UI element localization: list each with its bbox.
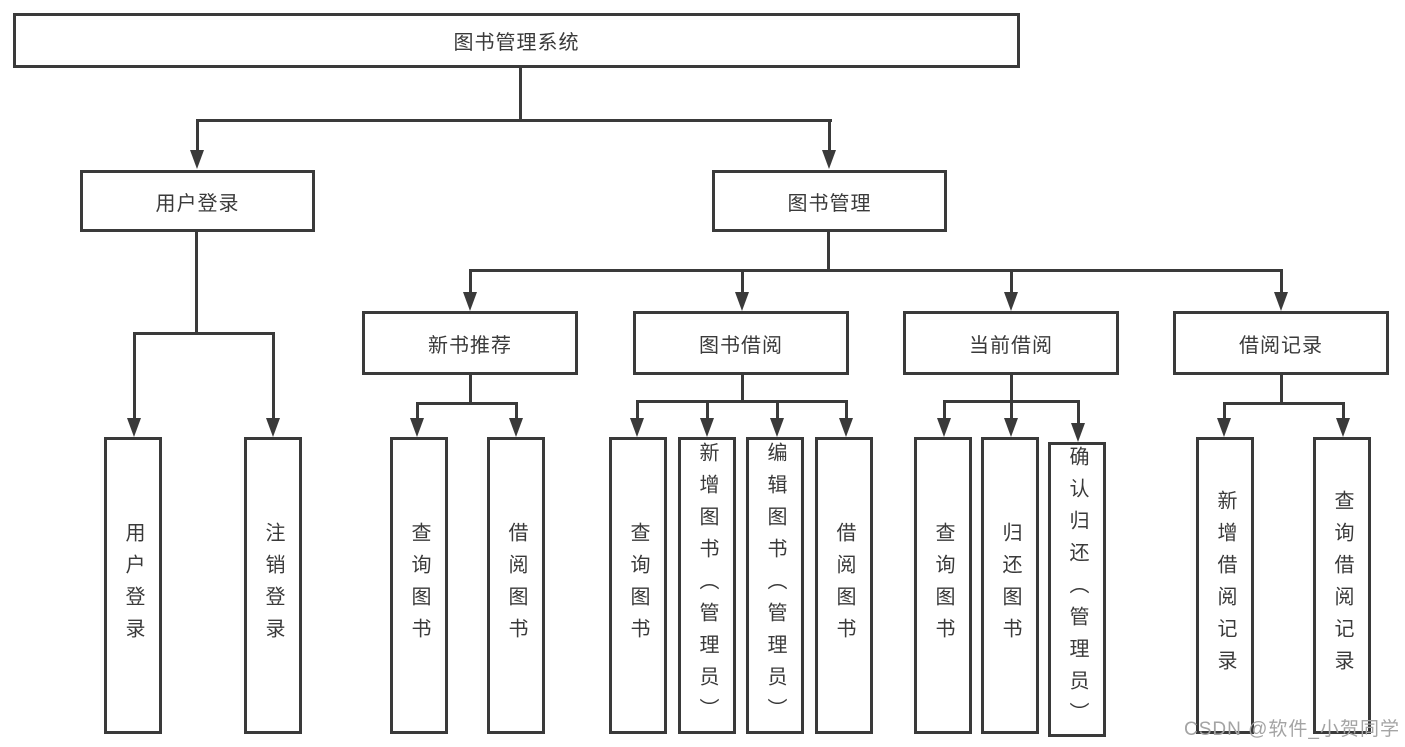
node-new-book-recommendation: 新书推荐 xyxy=(362,311,578,375)
connector-line xyxy=(1342,402,1345,418)
connector-line xyxy=(416,402,419,418)
leaf-borrow-books-borrowing: 借阅图书 xyxy=(815,437,873,734)
connector-line xyxy=(828,119,831,153)
leaf-add-book-admin: 新增图书（管理员） xyxy=(678,437,736,734)
node-label: 当前借阅 xyxy=(969,334,1053,357)
node-library-management-system: 图书管理系统 xyxy=(13,13,1020,68)
connector-line xyxy=(1280,375,1283,405)
leaf-label: 归还图书 xyxy=(999,521,1021,650)
leaf-label: 查询借阅记录 xyxy=(1331,489,1353,682)
arrow-down-icon xyxy=(1217,418,1231,437)
leaf-label: 新增图书（管理员） xyxy=(696,441,718,730)
arrow-down-icon xyxy=(839,418,853,437)
connector-line xyxy=(272,332,275,418)
connector-line xyxy=(741,269,744,293)
node-label: 借阅记录 xyxy=(1239,334,1323,357)
connector-line xyxy=(196,119,832,122)
connector-line xyxy=(469,269,472,293)
connector-line xyxy=(416,402,517,405)
connector-line xyxy=(845,400,848,418)
arrow-down-icon xyxy=(735,292,749,311)
leaf-label: 注销登录 xyxy=(262,521,284,650)
leaf-query-borrow-record: 查询借阅记录 xyxy=(1313,437,1371,734)
connector-line xyxy=(196,119,199,153)
leaf-query-books-recommend: 查询图书 xyxy=(390,437,448,734)
node-user-login: 用户登录 xyxy=(80,170,315,232)
arrow-down-icon xyxy=(1004,292,1018,311)
arrow-down-icon xyxy=(630,418,644,437)
leaf-borrow-books-recommend: 借阅图书 xyxy=(487,437,545,734)
connector-line xyxy=(636,400,639,418)
node-book-borrowing: 图书借阅 xyxy=(633,311,849,375)
node-book-management: 图书管理 xyxy=(712,170,947,232)
node-label: 新书推荐 xyxy=(428,334,512,357)
connector-line xyxy=(133,332,275,335)
node-label: 图书管理系统 xyxy=(453,32,580,54)
connector-line xyxy=(1010,269,1013,293)
connector-line xyxy=(827,232,830,271)
arrow-down-icon xyxy=(463,292,477,311)
connector-line xyxy=(469,269,1283,272)
arrow-down-icon xyxy=(1004,418,1018,437)
leaf-query-books-borrowing: 查询图书 xyxy=(609,437,667,734)
arrow-down-icon xyxy=(937,418,951,437)
connector-line xyxy=(636,400,847,403)
leaf-label: 确认归还（管理员） xyxy=(1066,445,1088,734)
leaf-label: 查询图书 xyxy=(932,521,954,650)
connector-line xyxy=(1280,269,1283,293)
connector-line xyxy=(1223,402,1226,418)
leaf-label: 借阅图书 xyxy=(833,521,855,650)
leaf-logout: 注销登录 xyxy=(244,437,302,734)
watermark: CSDN @软件_小贺同学 xyxy=(1184,719,1400,740)
arrow-down-icon xyxy=(410,418,424,437)
leaf-user-login: 用户登录 xyxy=(104,437,162,734)
leaf-return-books: 归还图书 xyxy=(981,437,1039,734)
connector-line xyxy=(776,400,779,418)
leaf-query-books-current: 查询图书 xyxy=(914,437,972,734)
connector-line xyxy=(1010,375,1013,403)
node-current-borrowing: 当前借阅 xyxy=(903,311,1119,375)
leaf-add-borrow-record: 新增借阅记录 xyxy=(1196,437,1254,734)
leaf-confirm-return-admin: 确认归还（管理员） xyxy=(1048,442,1106,737)
connector-line xyxy=(515,402,518,418)
connector-line xyxy=(133,332,136,418)
leaf-edit-book-admin: 编辑图书（管理员） xyxy=(746,437,804,734)
connector-line xyxy=(519,68,522,122)
leaf-label: 查询图书 xyxy=(627,521,649,650)
leaf-label: 查询图书 xyxy=(408,521,430,650)
arrow-down-icon xyxy=(822,150,836,169)
arrow-down-icon xyxy=(266,418,280,437)
connector-line xyxy=(469,375,472,405)
arrow-down-icon xyxy=(700,418,714,437)
arrow-down-icon xyxy=(509,418,523,437)
node-label: 图书管理 xyxy=(787,192,872,215)
arrow-down-icon xyxy=(1071,423,1085,442)
connector-line xyxy=(741,375,744,403)
connector-line xyxy=(195,232,198,334)
connector-line xyxy=(1010,400,1013,418)
connector-line xyxy=(1223,402,1344,405)
leaf-label: 新增借阅记录 xyxy=(1214,489,1236,682)
arrow-down-icon xyxy=(770,418,784,437)
node-borrowing-records: 借阅记录 xyxy=(1173,311,1389,375)
arrow-down-icon xyxy=(1274,292,1288,311)
connector-line xyxy=(943,400,946,418)
leaf-label: 编辑图书（管理员） xyxy=(764,441,786,730)
node-label: 用户登录 xyxy=(155,192,240,215)
node-label: 图书借阅 xyxy=(699,334,783,357)
arrow-down-icon xyxy=(127,418,141,437)
leaf-label: 用户登录 xyxy=(122,521,144,650)
arrow-down-icon xyxy=(190,150,204,169)
connector-line xyxy=(706,400,709,418)
connector-line xyxy=(1077,400,1080,423)
leaf-label: 借阅图书 xyxy=(505,521,527,650)
arrow-down-icon xyxy=(1336,418,1350,437)
